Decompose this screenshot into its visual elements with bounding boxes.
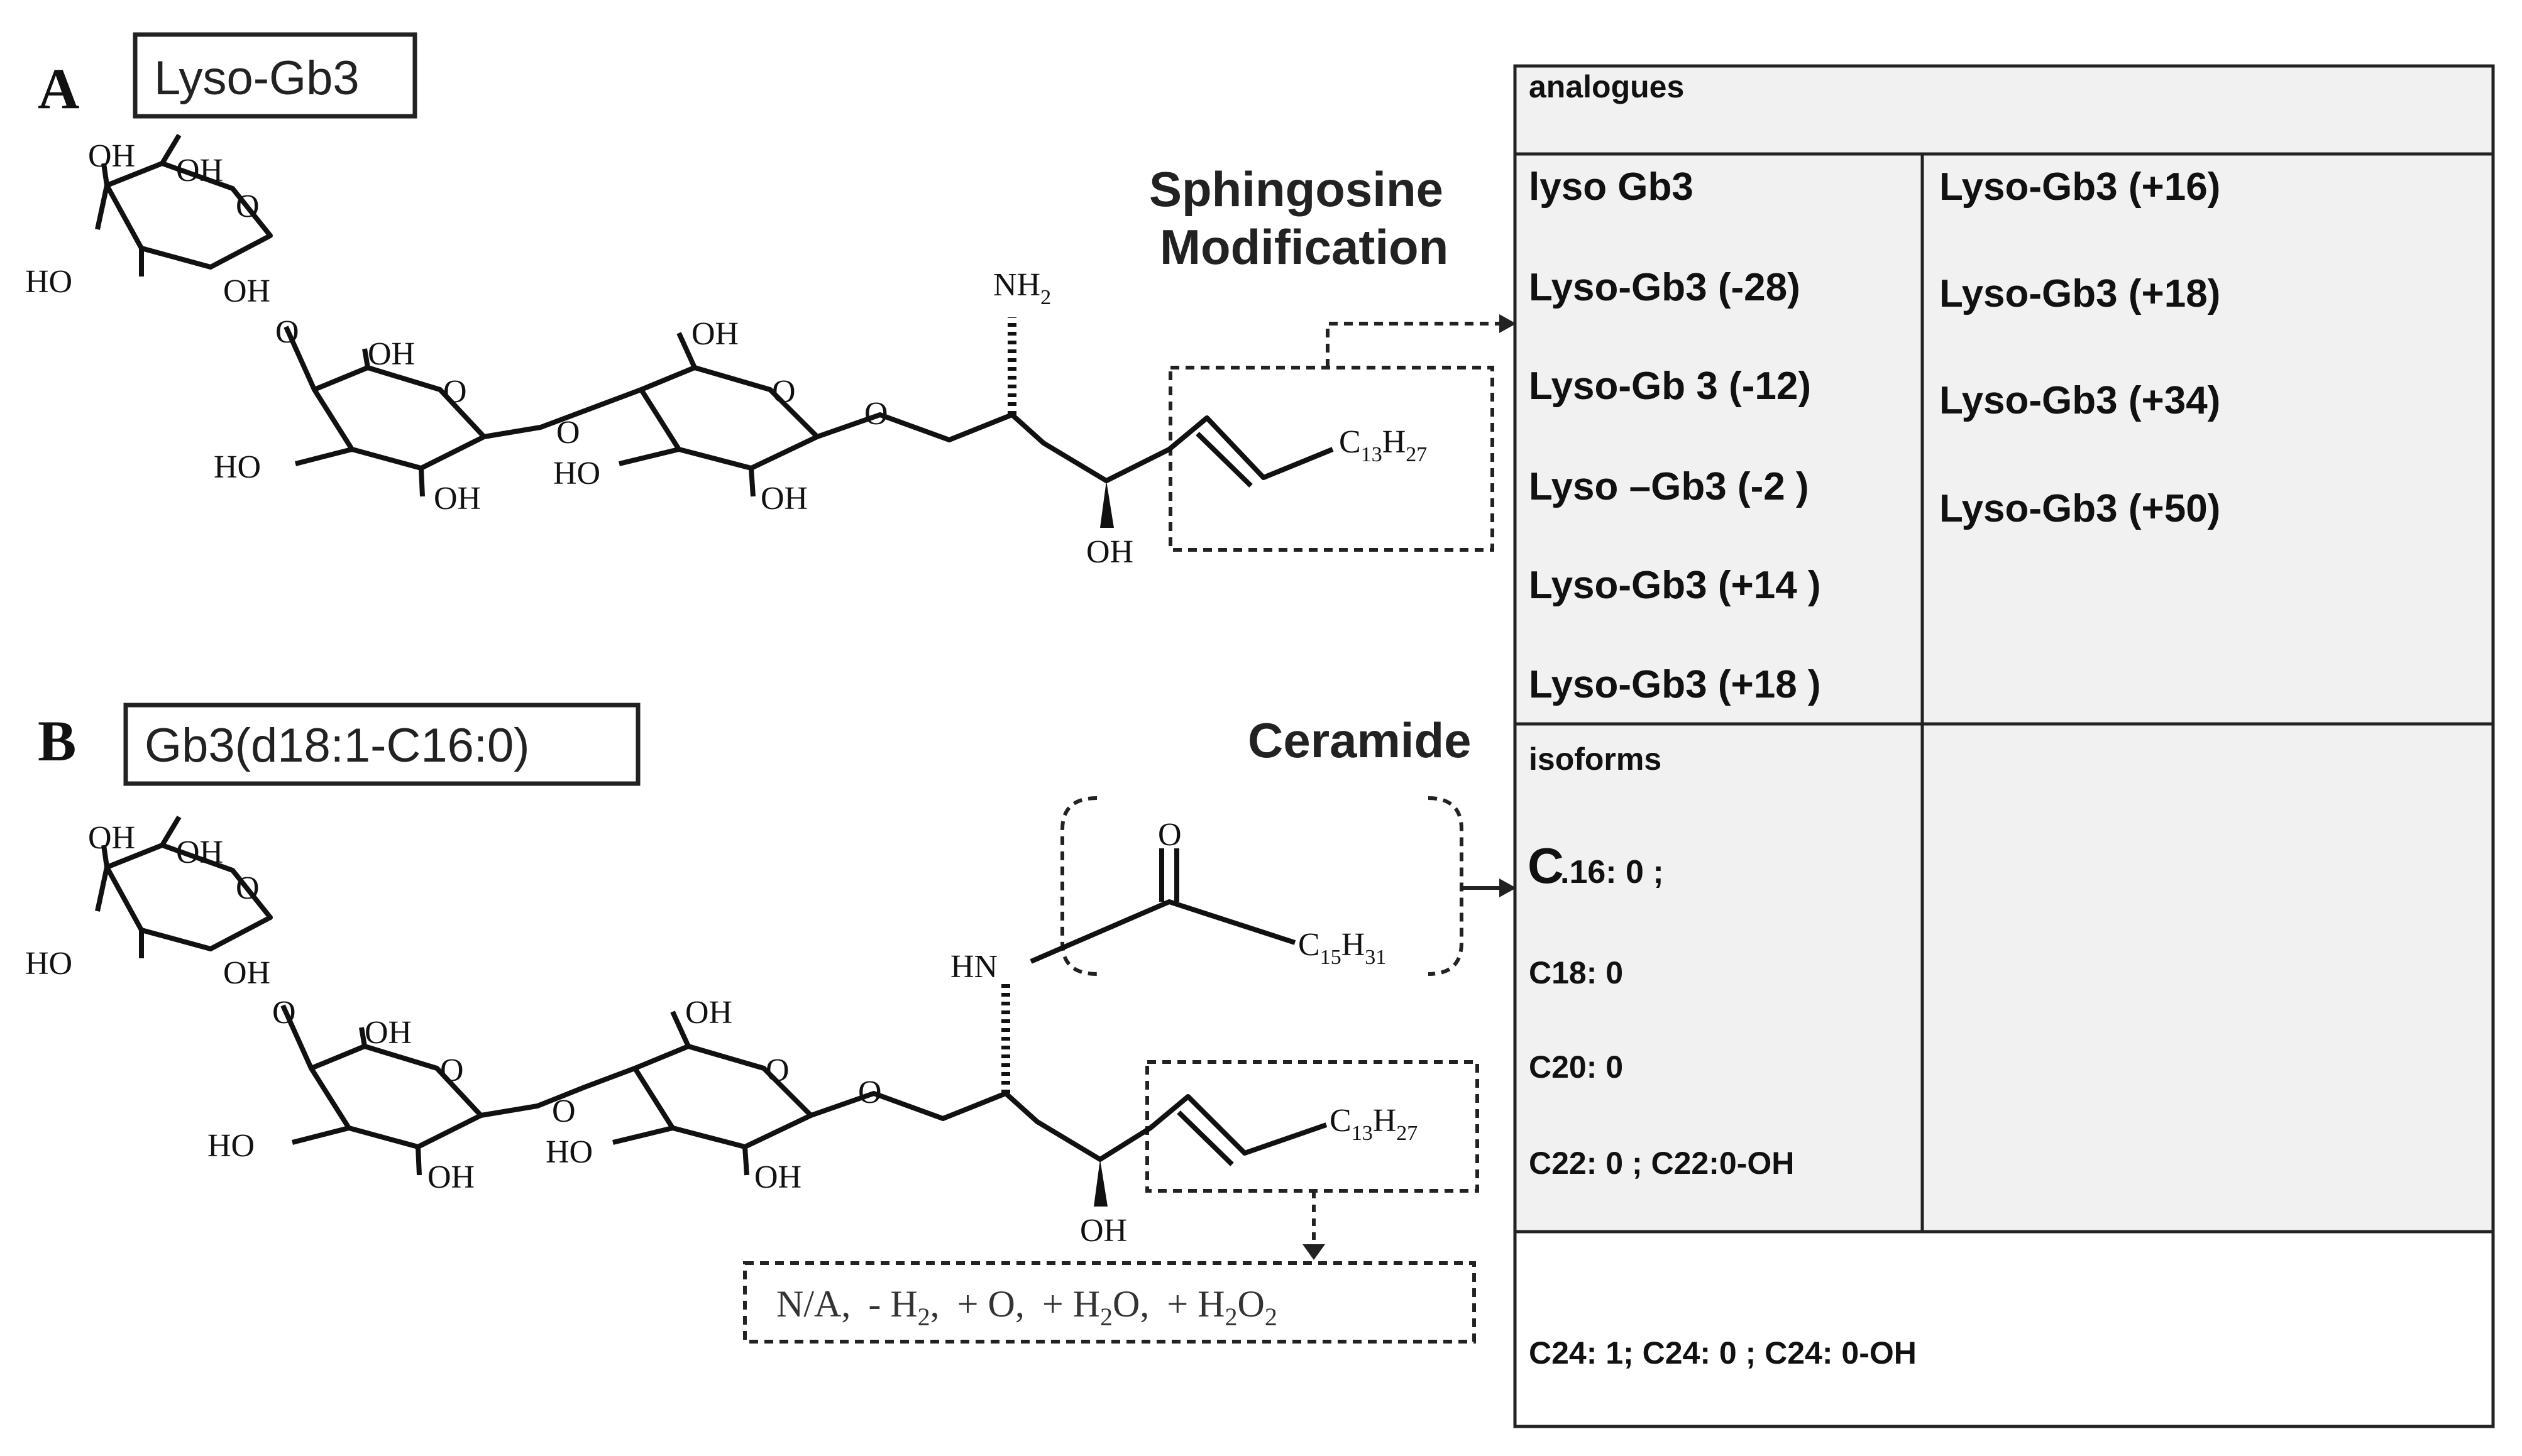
- isoform-3: C22: 0 ; C22:0-OH: [1529, 1146, 1794, 1181]
- isoform-1: C18: 0: [1529, 955, 1623, 990]
- glycosidic-oxygen-label: O: [272, 995, 296, 1031]
- ring-oxygen-label: O: [440, 1053, 464, 1088]
- acyl-bracket-left: [1060, 796, 1098, 976]
- oh-label: OH: [368, 336, 415, 372]
- sphingoid-backbone: [816, 412, 1334, 483]
- glycosidic-bond-1: [480, 1066, 636, 1118]
- carbonyl-oxygen-label: O: [1158, 817, 1182, 853]
- analogue-left-2: Lyso-Gb 3 (-12): [1529, 364, 1811, 408]
- panel-b: B Gb3(d18:1-C16:0) Ceramide: [25, 703, 1516, 1344]
- glycosidic-oxygen-label: O: [858, 1075, 882, 1110]
- sphingosine-chain-formula: C13H27: [1330, 1103, 1418, 1145]
- hn-label: HN: [950, 949, 998, 985]
- oh-label: OH: [223, 273, 270, 309]
- oh-label: OH: [176, 835, 223, 870]
- sphingoid-backbone: [810, 1091, 1328, 1162]
- oh-label: OH: [427, 1159, 475, 1195]
- isoform-first-rest: .16: 0 ;: [1560, 854, 1664, 890]
- sphingosine-chain-formula: C13H27: [1339, 424, 1427, 466]
- ring-oxygen-label: O: [766, 1053, 790, 1088]
- oh-label: OH: [88, 820, 135, 856]
- glycosidic-oxygen-label: O: [275, 314, 299, 350]
- analogues-header: analogues: [1529, 69, 1684, 104]
- modification-label: Modification: [1160, 219, 1448, 275]
- galactose-terminal-ring: [95, 815, 273, 958]
- oh-label: OH: [88, 138, 135, 174]
- analogue-left-3: Lyso –Gb3 (-2 ): [1529, 465, 1809, 508]
- hydroxyl-wedge: [1094, 1159, 1108, 1207]
- sphingosine-pointer-head: [1499, 314, 1516, 333]
- panel-b-title: Gb3(d18:1-C16:0): [145, 719, 530, 772]
- analogue-right-0: Lyso-Gb3 (+16): [1939, 165, 2220, 209]
- analogue-left-0: lyso Gb3: [1529, 165, 1693, 209]
- table-border: [1513, 64, 2495, 1428]
- ring-oxygen-label: O: [236, 189, 260, 224]
- ring-oxygen-label: O: [443, 374, 467, 410]
- ho-label: HO: [214, 449, 261, 485]
- oh-label: OH: [176, 153, 223, 189]
- analogue-left-5: Lyso-Gb3 (+18 ): [1529, 663, 1821, 706]
- oh-label: OH: [761, 481, 808, 517]
- isoform-2: C20: 0: [1529, 1049, 1623, 1085]
- panel-a-title: Lyso-Gb3: [154, 52, 360, 105]
- sphingosine-pointer-line: [1326, 322, 1509, 368]
- glucose-ring: [619, 332, 820, 497]
- oh-label: OH: [434, 481, 481, 517]
- acyl-chain-formula: C15H31: [1298, 927, 1386, 969]
- modifications-box: [743, 1261, 1476, 1344]
- ho-label: HO: [546, 1134, 593, 1170]
- ring-oxygen-label: O: [236, 870, 260, 906]
- isoforms-header: isoforms: [1529, 742, 1661, 777]
- ho-label: HO: [25, 946, 72, 982]
- acyl-chain: [1030, 899, 1296, 964]
- oh-label: OH: [1080, 1213, 1127, 1249]
- ring-oxygen-label: O: [772, 374, 796, 410]
- trans-double-bond: [1177, 1110, 1234, 1166]
- mod-pointer-head: [1302, 1244, 1325, 1260]
- analogue-left-1: Lyso-Gb3 (-28): [1529, 266, 1800, 309]
- ho-label: HO: [207, 1128, 255, 1164]
- hydroxyl-wedge: [1100, 481, 1114, 528]
- table-bg-lower: [1515, 1232, 2493, 1426]
- oh-label: OH: [365, 1015, 412, 1051]
- oh-label: OH: [1086, 534, 1133, 570]
- analogue-right-3: Lyso-Gb3 (+50): [1939, 487, 2220, 530]
- analogues-isoforms-table: analogues lyso Gb3 Lyso-Gb3 (-28) Lyso-G…: [1513, 64, 2495, 1428]
- isoform-first-big: C: [1528, 838, 1564, 894]
- ceramide-pointer-head: [1499, 879, 1516, 897]
- glycosidic-oxygen-label: O: [552, 1093, 576, 1129]
- galactose-terminal-ring: [95, 133, 273, 276]
- analogue-left-4: Lyso-Gb3 (+14 ): [1529, 564, 1821, 607]
- glucose-ring: [612, 1010, 813, 1176]
- nh2-label: NH2: [993, 267, 1051, 309]
- panel-a-letter: A: [38, 57, 79, 121]
- sphingosine-label: Sphingosine: [1149, 161, 1443, 217]
- isoform-last: C24: 1; C24: 0 ; C24: 0-OH: [1529, 1335, 1917, 1371]
- oh-label: OH: [685, 995, 732, 1031]
- modifications-list: N/A,- H2,+ O,+ H2O,+ H2O2: [776, 1283, 1277, 1331]
- panel-b-title-box: [123, 703, 641, 786]
- oh-label: OH: [223, 955, 270, 991]
- glycosidic-bond-1: [483, 387, 642, 439]
- ho-label: HO: [553, 456, 600, 491]
- oh-label: OH: [754, 1159, 801, 1195]
- ceramide-label: Ceramide: [1248, 713, 1472, 768]
- glycosidic-oxygen-label: O: [864, 396, 888, 432]
- glycosidic-oxygen-label: O: [556, 415, 580, 451]
- panel-a: A Lyso-Gb3 Sphingosine Modification: [25, 32, 1516, 570]
- ho-label: HO: [25, 264, 72, 300]
- oh-label: OH: [691, 316, 739, 352]
- panel-b-letter: B: [38, 709, 76, 773]
- analogue-right-2: Lyso-Gb3 (+34): [1939, 379, 2220, 422]
- table-bg-upper: [1515, 66, 2493, 1232]
- analogue-right-1: Lyso-Gb3 (+18): [1939, 272, 2220, 315]
- acyl-bracket-right: [1428, 796, 1463, 976]
- panel-a-title-box: [133, 32, 417, 119]
- trans-double-bond: [1196, 432, 1253, 488]
- sphingosine-box: [1169, 366, 1494, 552]
